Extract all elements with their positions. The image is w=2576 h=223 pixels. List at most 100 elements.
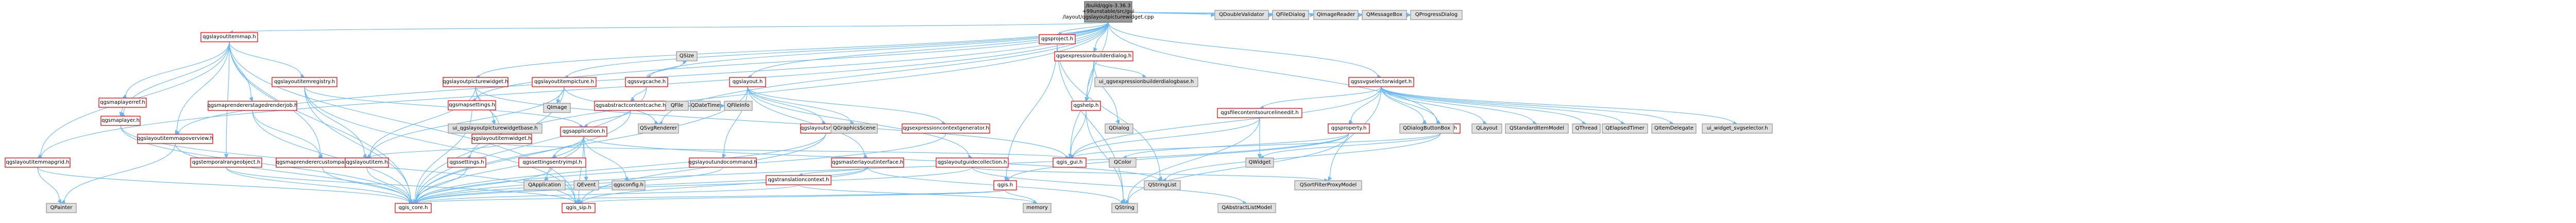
node-qgslayoutitemmap[interactable]: qgslayoutitemmap.h: [200, 32, 258, 42]
node-qgsmasterlayoutinterface[interactable]: qgsmasterlayoutinterface.h: [831, 157, 904, 168]
node-label: qgsmaplayerref.h: [100, 100, 145, 105]
edge-qgsguiutils-to-QStringList: [1161, 133, 1441, 182]
node-qgslayoutundocommand[interactable]: qgslayoutundocommand.h: [688, 157, 757, 168]
node-qgsmaprendererstagedrenderjob[interactable]: qgsmaprendererstagedrenderjob.h: [207, 101, 298, 111]
node-label: /build/qgis-3.36.3: [1086, 3, 1130, 9]
node-label: QImageReader: [1317, 12, 1355, 18]
node-label: QGraphicsScene: [833, 125, 876, 131]
edge-qgssvgselectorwidget-to-ui_widget_svgselector: [1381, 86, 1738, 126]
node-label: qgslayoutitemwidget.h: [472, 136, 532, 141]
edge-qgslayoutitemwidget-to-qgis_gui: [501, 143, 1071, 161]
node-label: QDialogButtonBox: [1403, 125, 1450, 131]
node-qgslayoutitem[interactable]: qgslayoutitem.h: [345, 157, 389, 168]
node-qgsapplication[interactable]: qgsapplication.h: [560, 126, 607, 137]
node-qgstranslationcontext[interactable]: qgstranslationcontext.h: [766, 175, 832, 185]
node-qgslayoutitemregistry[interactable]: qgslayoutitemregistry.h: [272, 77, 337, 87]
node-qgsexpressionbuilderdialog[interactable]: qgsexpressionbuilderdialog.h: [1054, 51, 1133, 61]
node-label: qgsmaprenderercustompainterjob.h: [276, 160, 369, 165]
edge-qgslayoutitempicture-to-qgslayoutitem: [366, 86, 565, 159]
node-qgis[interactable]: qgis.h: [993, 180, 1017, 190]
edge-qgslayoutitemregistry-to-qgslayoutitem: [304, 86, 367, 158]
node-label: QStringList: [1148, 182, 1176, 188]
edge-qgslayout-to-qgslayoutundocommand: [722, 86, 748, 159]
node-qgssettings[interactable]: qgssettings.h: [447, 157, 486, 168]
node-qgsconfig: qgsconfig.h: [612, 180, 646, 190]
node-qgis_sip[interactable]: qgis_sip.h: [562, 203, 596, 213]
node-label: qgslayoutsnapper.h: [801, 125, 851, 131]
node-qgsproject[interactable]: qgsproject.h: [1039, 34, 1076, 44]
node-label: qgslayoutitempicture.h: [534, 79, 594, 85]
node-label: QStandardItemModel: [1510, 125, 1564, 131]
node-label: qgslayoutitemregistry.h: [274, 79, 335, 85]
node-QGraphicsScene: QGraphicsScene: [831, 123, 878, 134]
node-label: QThread: [1575, 125, 1598, 131]
node-label: QFileDialog: [1276, 12, 1305, 18]
edge-qgshelp-to-QString: [1086, 110, 1126, 204]
node-label: qgis_core.h: [399, 205, 428, 211]
node-qgis_core[interactable]: qgis_core.h: [395, 203, 432, 213]
node-qgslayoutitemmapoverview[interactable]: qgslayoutitemmapoverview.h: [137, 134, 213, 144]
node-qgslayoutitemmapgrid[interactable]: qgslayoutitemmapgrid.h: [5, 157, 71, 168]
edge-root-to-qgssvgselectorwidget: [1108, 22, 1382, 79]
node-qgssettingsentryimpl[interactable]: qgssettingsentryimpl.h: [518, 157, 586, 168]
node-qgsproperty[interactable]: qgsproperty.h: [1328, 123, 1370, 134]
node-qgstemporalrangeobject[interactable]: qgstemporalrangeobject.h: [190, 157, 262, 168]
edge-qgssvgcache-to-QSize: [646, 60, 688, 78]
node-qgslayoutitemwidget[interactable]: qgslayoutitemwidget.h: [471, 134, 532, 144]
node-QThread: QThread: [1572, 123, 1601, 134]
edge-qgsexpressionbuilderdialog-to-QDialog: [1093, 60, 1120, 125]
node-label: ui_qgslayoutpicturewidgetbase.h: [452, 125, 537, 131]
edge-qgslayoutpicturewidget-to-qgis_gui: [475, 86, 1071, 160]
node-QDialog: QDialog: [1105, 123, 1133, 134]
node-qgslayoutitempicture[interactable]: qgslayoutitempicture.h: [532, 77, 597, 87]
node-label: qgslayout.h: [733, 79, 763, 85]
node-qgsfilecontentsourcelineedit[interactable]: qgsfilecontentsourcelineedit.h: [1217, 108, 1302, 118]
edge-qgslayoutitemmapgrid-to-QPainter: [37, 167, 62, 204]
node-label: QDialog: [1109, 125, 1129, 131]
edge-qgssvgselectorwidget-to-qgsproperty: [1348, 86, 1382, 124]
node-label: QLayout: [1476, 125, 1498, 131]
edge-qgslayout-to-qgsexpressioncontextgenerator: [747, 86, 947, 125]
edge-qgsexpressionbuilderdialog-to-ui_qgsexpressionbuilderdialogbase: [1093, 60, 1147, 78]
node-label: qgssvgselectorwidget.h: [1351, 79, 1412, 85]
edge-qgslayoutitemmap-to-qgsmaprenderercustompainterjob: [229, 41, 323, 158]
node-label: qgis_gui.h: [1057, 160, 1083, 165]
node-qgis_gui[interactable]: qgis_gui.h: [1053, 157, 1087, 168]
node-qgsmapsettings[interactable]: qgsmapsettings.h: [448, 100, 496, 110]
edge-qgssvgselectorwidget-to-QItemDelegate: [1381, 86, 1675, 126]
node-label: qgsmaplayer.h: [101, 118, 140, 123]
node-label: qgsproperty.h: [1331, 125, 1367, 131]
node-label: QItemDelegate: [1654, 125, 1693, 131]
edge-qgslayoutitemmapoverview-to-QPainter: [61, 143, 176, 204]
edge-qgsproject-to-qgis: [1004, 43, 1058, 182]
node-label: qgsapplication.h: [563, 129, 605, 134]
node-label: qgsabstractcontentcache.h: [596, 103, 666, 108]
node-qgsmaplayerref[interactable]: qgsmaplayerref.h: [98, 98, 147, 108]
node-qgslayout[interactable]: qgslayout.h: [729, 77, 766, 87]
node-QProgressDialog: QProgressDialog: [1410, 10, 1463, 20]
node-qgsexpressioncontextgenerator[interactable]: qgsexpressioncontextgenerator.h: [902, 123, 990, 134]
node-memory: memory: [1023, 203, 1052, 213]
node-qgssvgcache[interactable]: qgssvgcache.h: [625, 77, 668, 87]
node-qgsmaplayer[interactable]: qgsmaplayer.h: [100, 116, 141, 126]
node-qgslayoutguidecollection[interactable]: qgslayoutguidecollection.h: [936, 157, 1009, 168]
node-label: qgsmasterlayoutinterface.h: [832, 160, 904, 165]
node-ui_qgslayoutpicturewidgetbase: ui_qgslayoutpicturewidgetbase.h: [448, 123, 543, 134]
node-root: /build/qgis-3.36.3+99unstable/src/gui/la…: [1062, 1, 1154, 23]
node-label: QElapsedTimer: [1605, 125, 1645, 131]
node-qgslayoutpicturewidget[interactable]: qgslayoutpicturewidget.h: [443, 77, 509, 87]
node-label: qgsexpressionbuilderdialog.h: [1056, 53, 1132, 59]
node-QLayout: QLayout: [1471, 123, 1502, 134]
node-label: qgsexpressioncontextgenerator.h: [903, 125, 989, 131]
node-qgssvgselectorwidget[interactable]: qgssvgselectorwidget.h: [1348, 77, 1414, 87]
node-label: QSize: [680, 53, 694, 59]
node-label: QMessageBox: [1366, 12, 1402, 18]
edge-root-to-QDoubleValidator: [1131, 11, 1216, 18]
edge-qgslayoutguidecollection-to-QSortFilterProxyModel: [972, 167, 1329, 183]
edge-root-to-qgslayoutpicturewidget: [474, 22, 1109, 79]
node-qgshelp[interactable]: qgshelp.h: [1071, 101, 1101, 111]
node-qgsabstractcontentcache[interactable]: qgsabstractcontentcache.h: [594, 101, 667, 111]
node-label: qgsmaprendererstagedrenderjob.h: [207, 103, 297, 108]
node-label: qgstranslationcontext.h: [768, 177, 829, 183]
node-QMessageBox: QMessageBox: [1362, 10, 1407, 20]
